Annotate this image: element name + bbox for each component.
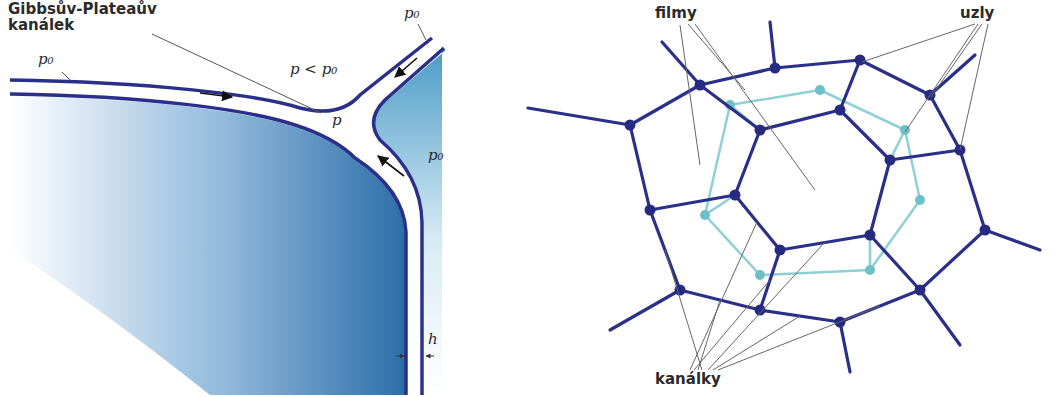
back-channel (760, 270, 870, 275)
leader-line (695, 24, 815, 190)
leader-line (418, 24, 426, 40)
pressure-label: p < p₀ (290, 62, 337, 78)
part-name: kanálky (655, 372, 721, 388)
flow-arrow (200, 93, 232, 97)
leader-line (718, 306, 880, 370)
channel (920, 290, 960, 345)
leader-line (680, 25, 700, 165)
leader-line (62, 72, 70, 80)
node-vertex (775, 245, 786, 256)
film-surface (374, 48, 444, 395)
node-vertex (855, 55, 866, 66)
bubble-face (10, 96, 406, 395)
leader-line (665, 250, 702, 370)
node-vertex (885, 155, 896, 166)
flow-arrow (395, 58, 417, 77)
back-node (755, 270, 765, 280)
back-channel (905, 130, 920, 200)
channel (930, 95, 960, 150)
dimension-label: h (428, 332, 438, 348)
node-vertex (645, 205, 656, 216)
leader-line (694, 280, 770, 370)
channel (860, 60, 930, 95)
leader-line (905, 24, 978, 132)
channel (735, 195, 780, 250)
node-vertex (980, 225, 991, 236)
channel (775, 60, 860, 68)
dimension-arrow (396, 356, 404, 357)
film-surface (10, 94, 406, 395)
node-vertex (865, 230, 876, 241)
leader-line (688, 24, 745, 90)
channel (960, 150, 985, 230)
channel (920, 230, 985, 290)
leader-line (690, 222, 757, 370)
pressure-label: p (332, 113, 342, 129)
channel (840, 60, 860, 110)
node-vertex (915, 285, 926, 296)
channel (700, 85, 760, 130)
part-name: uzly (960, 6, 994, 22)
node-vertex (625, 120, 636, 131)
channel (610, 290, 680, 330)
plateau-border (10, 24, 446, 395)
channel (870, 160, 890, 235)
back-node (865, 265, 875, 275)
part-name: filmy (655, 6, 697, 22)
channel (890, 150, 960, 160)
back-node (815, 85, 825, 95)
dimension-arrow (426, 356, 434, 357)
node-vertex (730, 190, 741, 201)
part-name: Gibbsův-Plateaův kanálek (8, 2, 158, 34)
channel (528, 108, 630, 125)
back-channel (730, 90, 820, 105)
channel (770, 22, 775, 68)
leader-line (698, 300, 720, 370)
leader-line (960, 24, 988, 150)
back-channel (820, 90, 905, 130)
node-vertex (755, 125, 766, 136)
channel (650, 195, 735, 210)
channel (985, 230, 1040, 250)
channel (735, 130, 760, 195)
pressure-label: p₀ (428, 148, 444, 164)
node-vertex (835, 105, 846, 116)
leader-line (862, 24, 975, 62)
channel (760, 110, 840, 130)
pressure-label: p₀ (38, 52, 54, 68)
node-vertex (695, 80, 706, 91)
back-channel (705, 215, 760, 275)
channel (870, 235, 920, 290)
channel (840, 110, 890, 160)
film-surface (10, 38, 432, 111)
pressure-label: p₀ (404, 6, 420, 22)
channel (630, 125, 650, 210)
channel (662, 42, 700, 85)
channel (840, 322, 850, 372)
node-vertex (770, 63, 781, 74)
back-node (700, 210, 710, 220)
back-node (915, 195, 925, 205)
flow-arrow (378, 156, 404, 176)
foam-cell (528, 22, 1040, 372)
